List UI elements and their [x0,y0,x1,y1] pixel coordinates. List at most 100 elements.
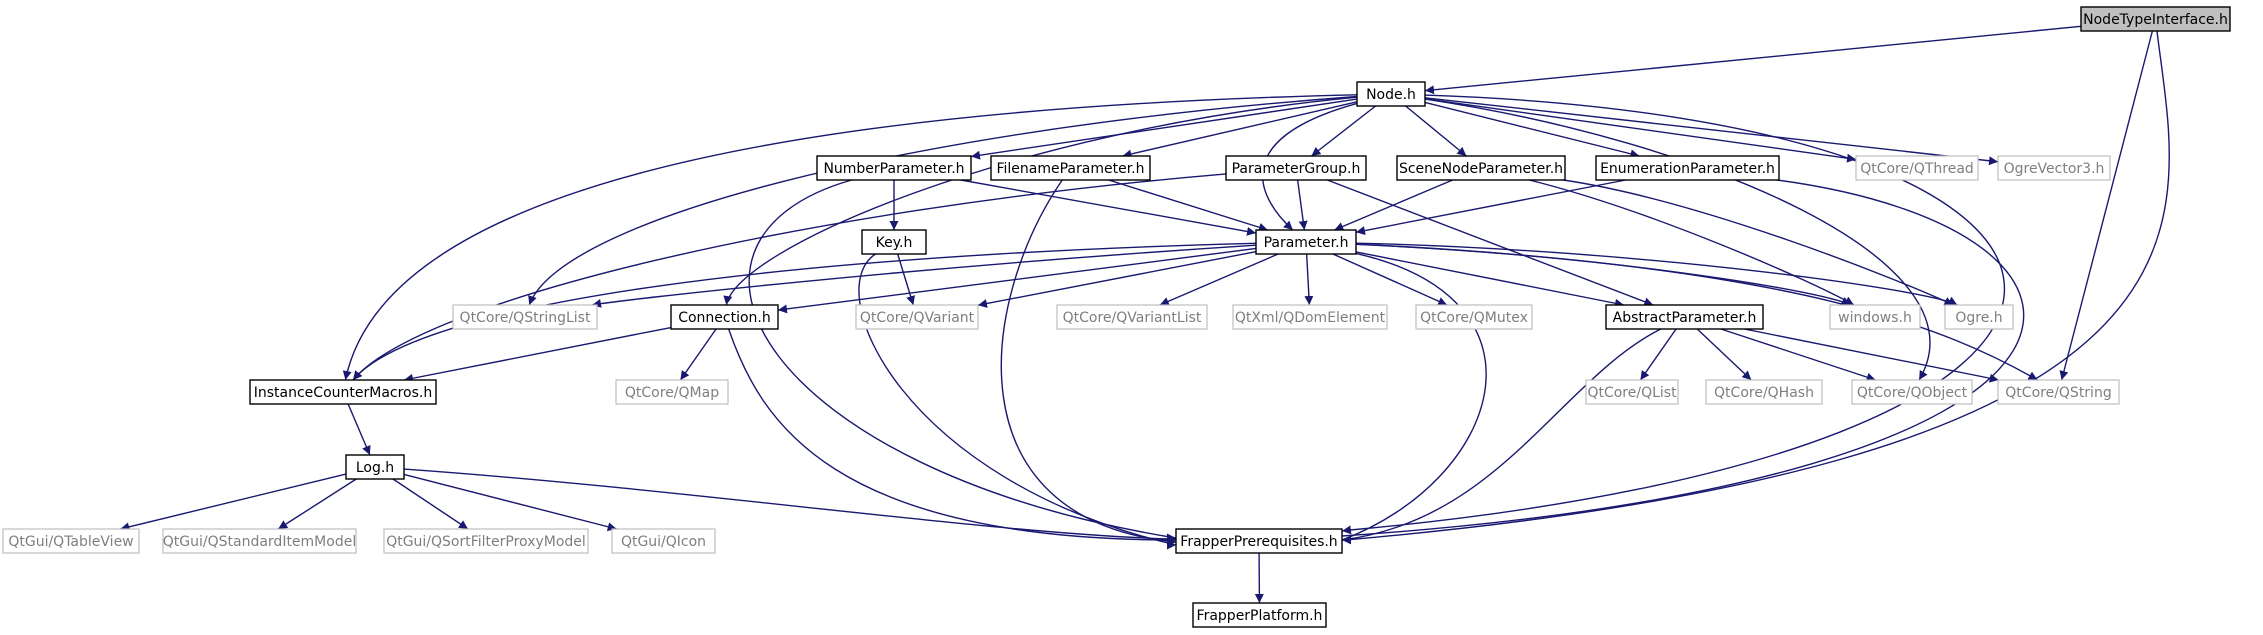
edge-connection-to-frapperprerequisites [727,328,1177,545]
node-node[interactable]: Node.h [1356,81,1426,107]
node-box [1605,304,1764,330]
node-label: FrapperPrerequisites.h [1180,534,1337,550]
node-label: Log.h [356,460,394,476]
edge-instancecountermacros-to-log [347,403,371,456]
node-label: Ogre.h [1955,310,2002,326]
node-box [1595,155,1780,181]
edge-node-to-ogrevector3 [1424,97,1999,166]
node-parametergroup[interactable]: ParameterGroup.h [1225,155,1367,181]
node-frapperplatform[interactable]: FrapperPlatform.h [1192,602,1327,628]
node-qstring: QtCore/QString [1997,379,2120,405]
edge-log-to-qicon [403,473,617,532]
node-qmutex: QtCore/QMutex [1415,304,1533,330]
edge-scenenodeparameter-to-windows [1529,179,1855,306]
edge-node-to-qthread [1424,98,1857,163]
edge-parameter-to-qmutex [1332,253,1448,306]
node-parameter[interactable]: Parameter.h [1255,229,1357,255]
edge-layer [120,25,2170,604]
edge-parameter-to-qvariantlist [1159,253,1279,306]
edge-enumerationparameter-to-parameter [1355,179,1626,236]
node-log[interactable]: Log.h [345,454,405,480]
node-filenameparameter[interactable]: FilenameParameter.h [990,155,1151,181]
node-label: EnumerationParameter.h [1600,161,1775,177]
node-enumerationparameter[interactable]: EnumerationParameter.h [1595,155,1780,181]
node-box [1585,379,1679,405]
node-label: Key.h [876,235,913,251]
node-box [1175,528,1343,554]
node-qvariantlist: QtCore/QVariantList [1056,304,1208,330]
node-label: windows.h [1838,310,1912,326]
node-box [1415,304,1533,330]
node-box [615,379,729,405]
node-qlist: QtCore/QList [1585,379,1679,405]
edge-abstractparameter-to-frapperprerequisites [1341,328,1662,544]
node-key[interactable]: Key.h [861,229,927,255]
edge-parametergroup-to-instancecountermacros [352,173,1227,381]
edge-key-to-frapperprerequisites [858,253,1177,548]
node-box [1997,155,2111,181]
node-qvariant: QtCore/QVariant [855,304,979,330]
node-label: NodeTypeInterface.h [2083,12,2228,28]
node-box [1232,304,1388,330]
node-label: InstanceCounterMacros.h [254,385,432,401]
edge-connection-to-instancecountermacros [403,326,672,383]
node-label: QtGui/QSortFilterProxyModel [386,534,586,550]
node-label: FilenameParameter.h [996,161,1144,177]
edge-node-to-qstringlist [528,95,1358,306]
edge-parametergroup-to-abstractparameter [1327,179,1654,306]
node-ogre: Ogre.h [1944,304,2014,330]
node-label: QtCore/QString [2005,385,2111,401]
node-qhash: QtCore/QHash [1705,379,1823,405]
edge-node-to-scenenodeparameter [1405,105,1467,157]
node-box [1855,155,1979,181]
edge-nodetypeinterface-to-qstring [2059,30,2154,381]
edge-filenameparameter-to-parameter [1108,179,1269,232]
edge-parameter-to-connection [777,247,1257,314]
node-abstractparameter[interactable]: AbstractParameter.h [1605,304,1764,330]
node-frapperprerequisites[interactable]: FrapperPrerequisites.h [1175,528,1343,554]
node-label: QtCore/QThread [1860,161,1974,177]
edge-connection-to-qmap [679,328,717,381]
node-box [162,528,357,554]
node-box [816,155,972,181]
edge-log-to-qtableview [120,473,347,532]
node-box [345,454,405,480]
node-scenenodeparameter[interactable]: SceneNodeParameter.h [1396,155,1566,181]
node-label: Connection.h [678,310,771,326]
node-qthread: QtCore/QThread [1855,155,1979,181]
edge-node-to-instancecountermacros [342,94,1358,381]
edge-numberparameter-to-parameter [960,179,1257,236]
node-box [249,379,437,405]
node-box [1851,379,1973,405]
edge-parameter-to-qstring [1355,243,2038,381]
node-box [1944,304,2014,330]
node-label: QtCore/QList [1587,385,1677,401]
node-label: QtCore/QVariant [860,310,975,326]
edge-parameter-to-qvariant [977,250,1257,308]
edge-parameter-to-instancecountermacros [352,242,1257,381]
edge-parameter-to-qstringlist [591,244,1257,308]
node-numberparameter[interactable]: NumberParameter.h [816,155,972,181]
node-box [2,528,140,554]
node-box [1997,379,2120,405]
edge-node-to-frapperprerequisites [1341,94,2006,535]
edge-key-to-qvariant [897,253,915,306]
edge-filenameparameter-to-frapperprerequisites [1000,179,1177,546]
node-connection[interactable]: Connection.h [670,304,779,330]
node-layer: NodeTypeInterface.hNode.hNumberParameter… [2,6,2231,628]
node-instancecountermacros[interactable]: InstanceCounterMacros.h [249,379,437,405]
edge-node-to-enumerationparameter [1424,101,1640,159]
edge-abstractparameter-to-qlist [1639,328,1677,381]
edge-node-to-parametergroup [1310,105,1377,157]
node-qtableview: QtGui/QTableView [2,528,140,554]
edge-parameter-to-qdomelement [1304,253,1314,306]
edge-node-to-filenameparameter [1122,101,1358,159]
node-qstandarditemmodel: QtGui/QStandardItemModel [162,528,357,554]
node-qmap: QtCore/QMap [615,379,729,405]
node-ogrevector3: OgreVector3.h [1997,155,2111,181]
node-nodetypeinterface[interactable]: NodeTypeInterface.h [2080,6,2231,32]
node-box [1829,304,1921,330]
node-box [1192,602,1327,628]
node-label: QtGui/QIcon [621,534,706,550]
node-label: ParameterGroup.h [1232,161,1361,177]
